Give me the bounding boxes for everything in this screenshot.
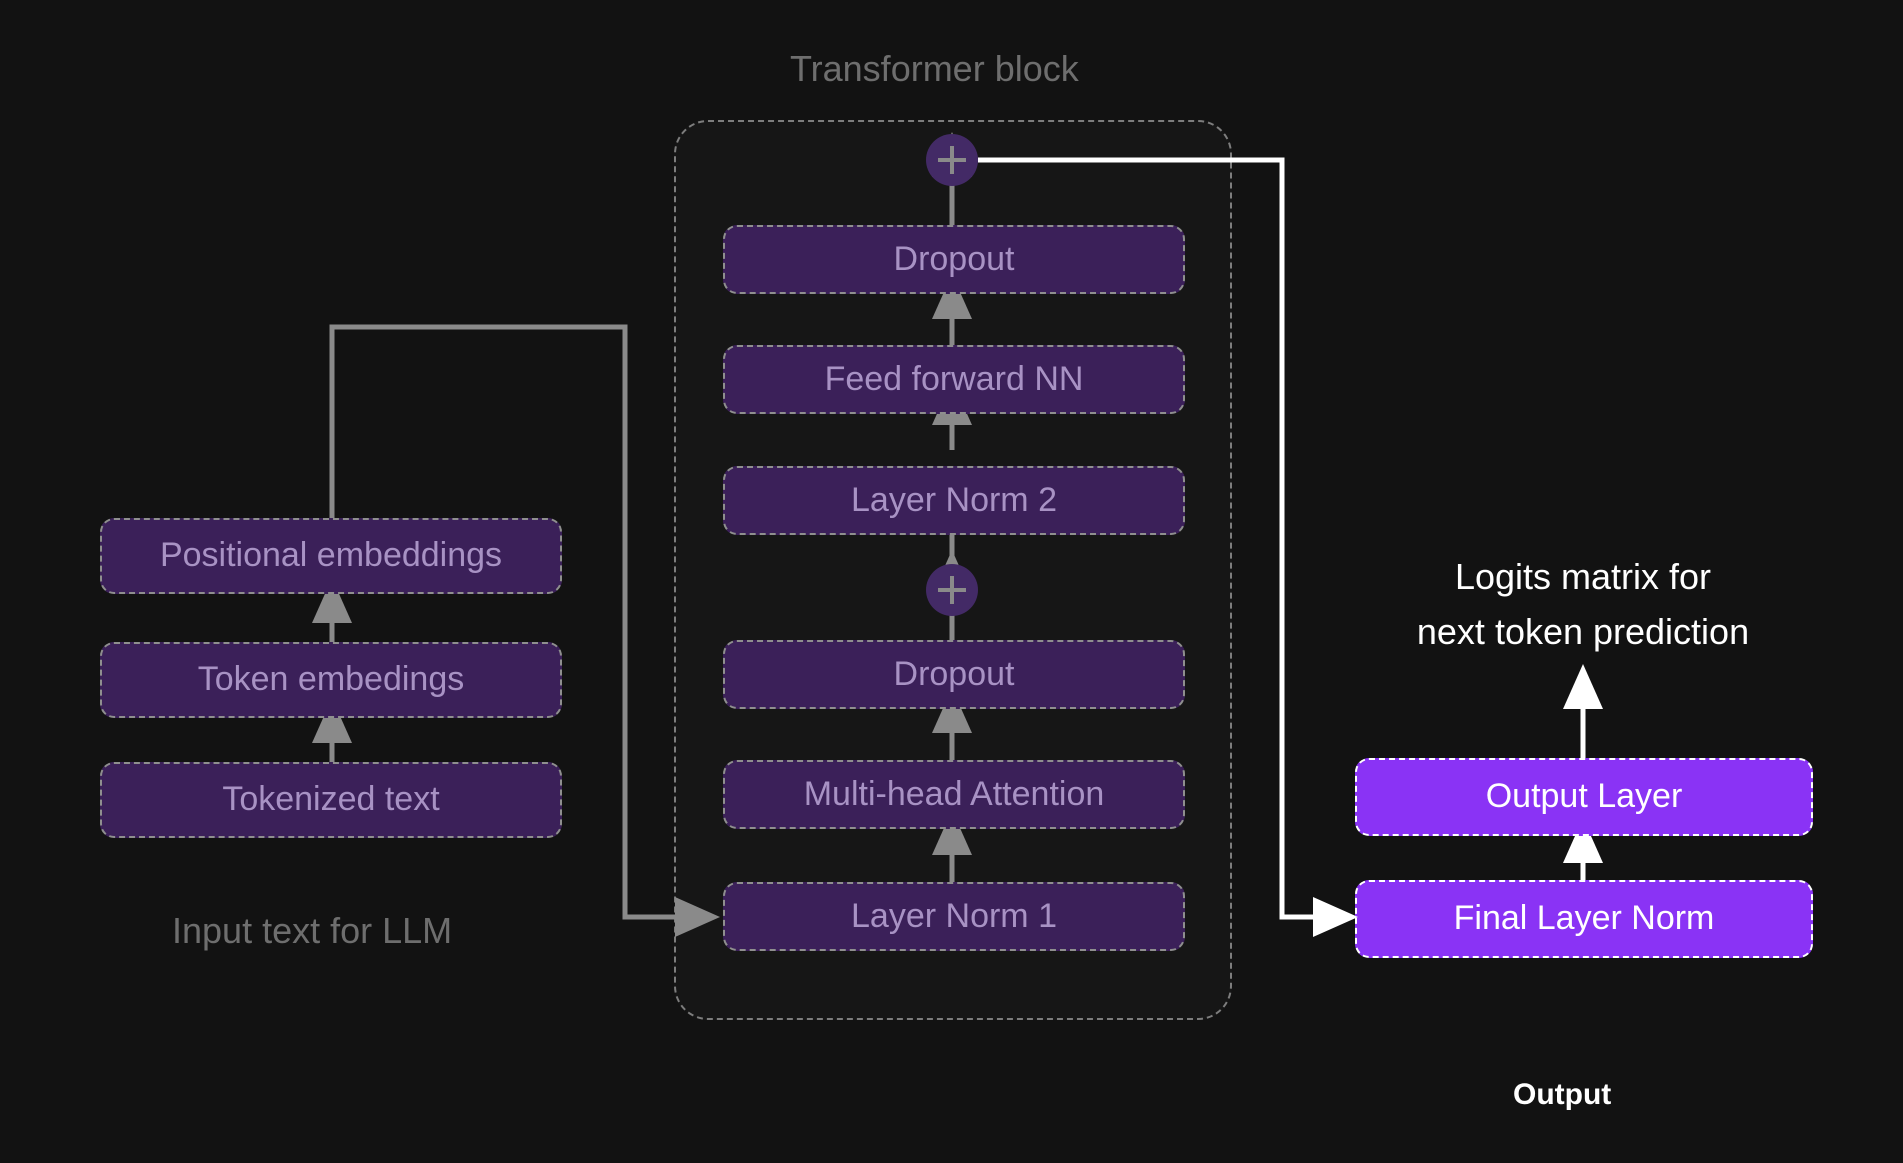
node-layer-norm-1[interactable]: Layer Norm 1 bbox=[723, 882, 1185, 951]
node-final-layer-norm[interactable]: Final Layer Norm bbox=[1355, 880, 1813, 958]
logits-label-line1: Logits matrix for bbox=[1454, 556, 1712, 597]
output-label: Output bbox=[1513, 1078, 1612, 1111]
transformer-block-title: Transformer block bbox=[790, 48, 1079, 89]
node-dropout-1[interactable]: Dropout bbox=[723, 640, 1185, 709]
logits-label-line2: next token prediction bbox=[1416, 611, 1750, 652]
node-feed-forward-nn[interactable]: Feed forward NN bbox=[723, 345, 1185, 414]
node-output-layer[interactable]: Output Layer bbox=[1355, 758, 1813, 836]
node-positional-embeddings[interactable]: Positional embeddings bbox=[100, 518, 562, 594]
node-dropout-2[interactable]: Dropout bbox=[723, 225, 1185, 294]
residual-add-mid-icon[interactable] bbox=[926, 564, 978, 616]
node-multi-head-attention[interactable]: Multi-head Attention bbox=[723, 760, 1185, 829]
node-token-embeddings[interactable]: Token embedings bbox=[100, 642, 562, 718]
node-tokenized-text[interactable]: Tokenized text bbox=[100, 762, 562, 838]
input-text-label: Input text for LLM bbox=[172, 910, 453, 951]
residual-add-top-icon[interactable] bbox=[926, 134, 978, 186]
node-layer-norm-2[interactable]: Layer Norm 2 bbox=[723, 466, 1185, 535]
